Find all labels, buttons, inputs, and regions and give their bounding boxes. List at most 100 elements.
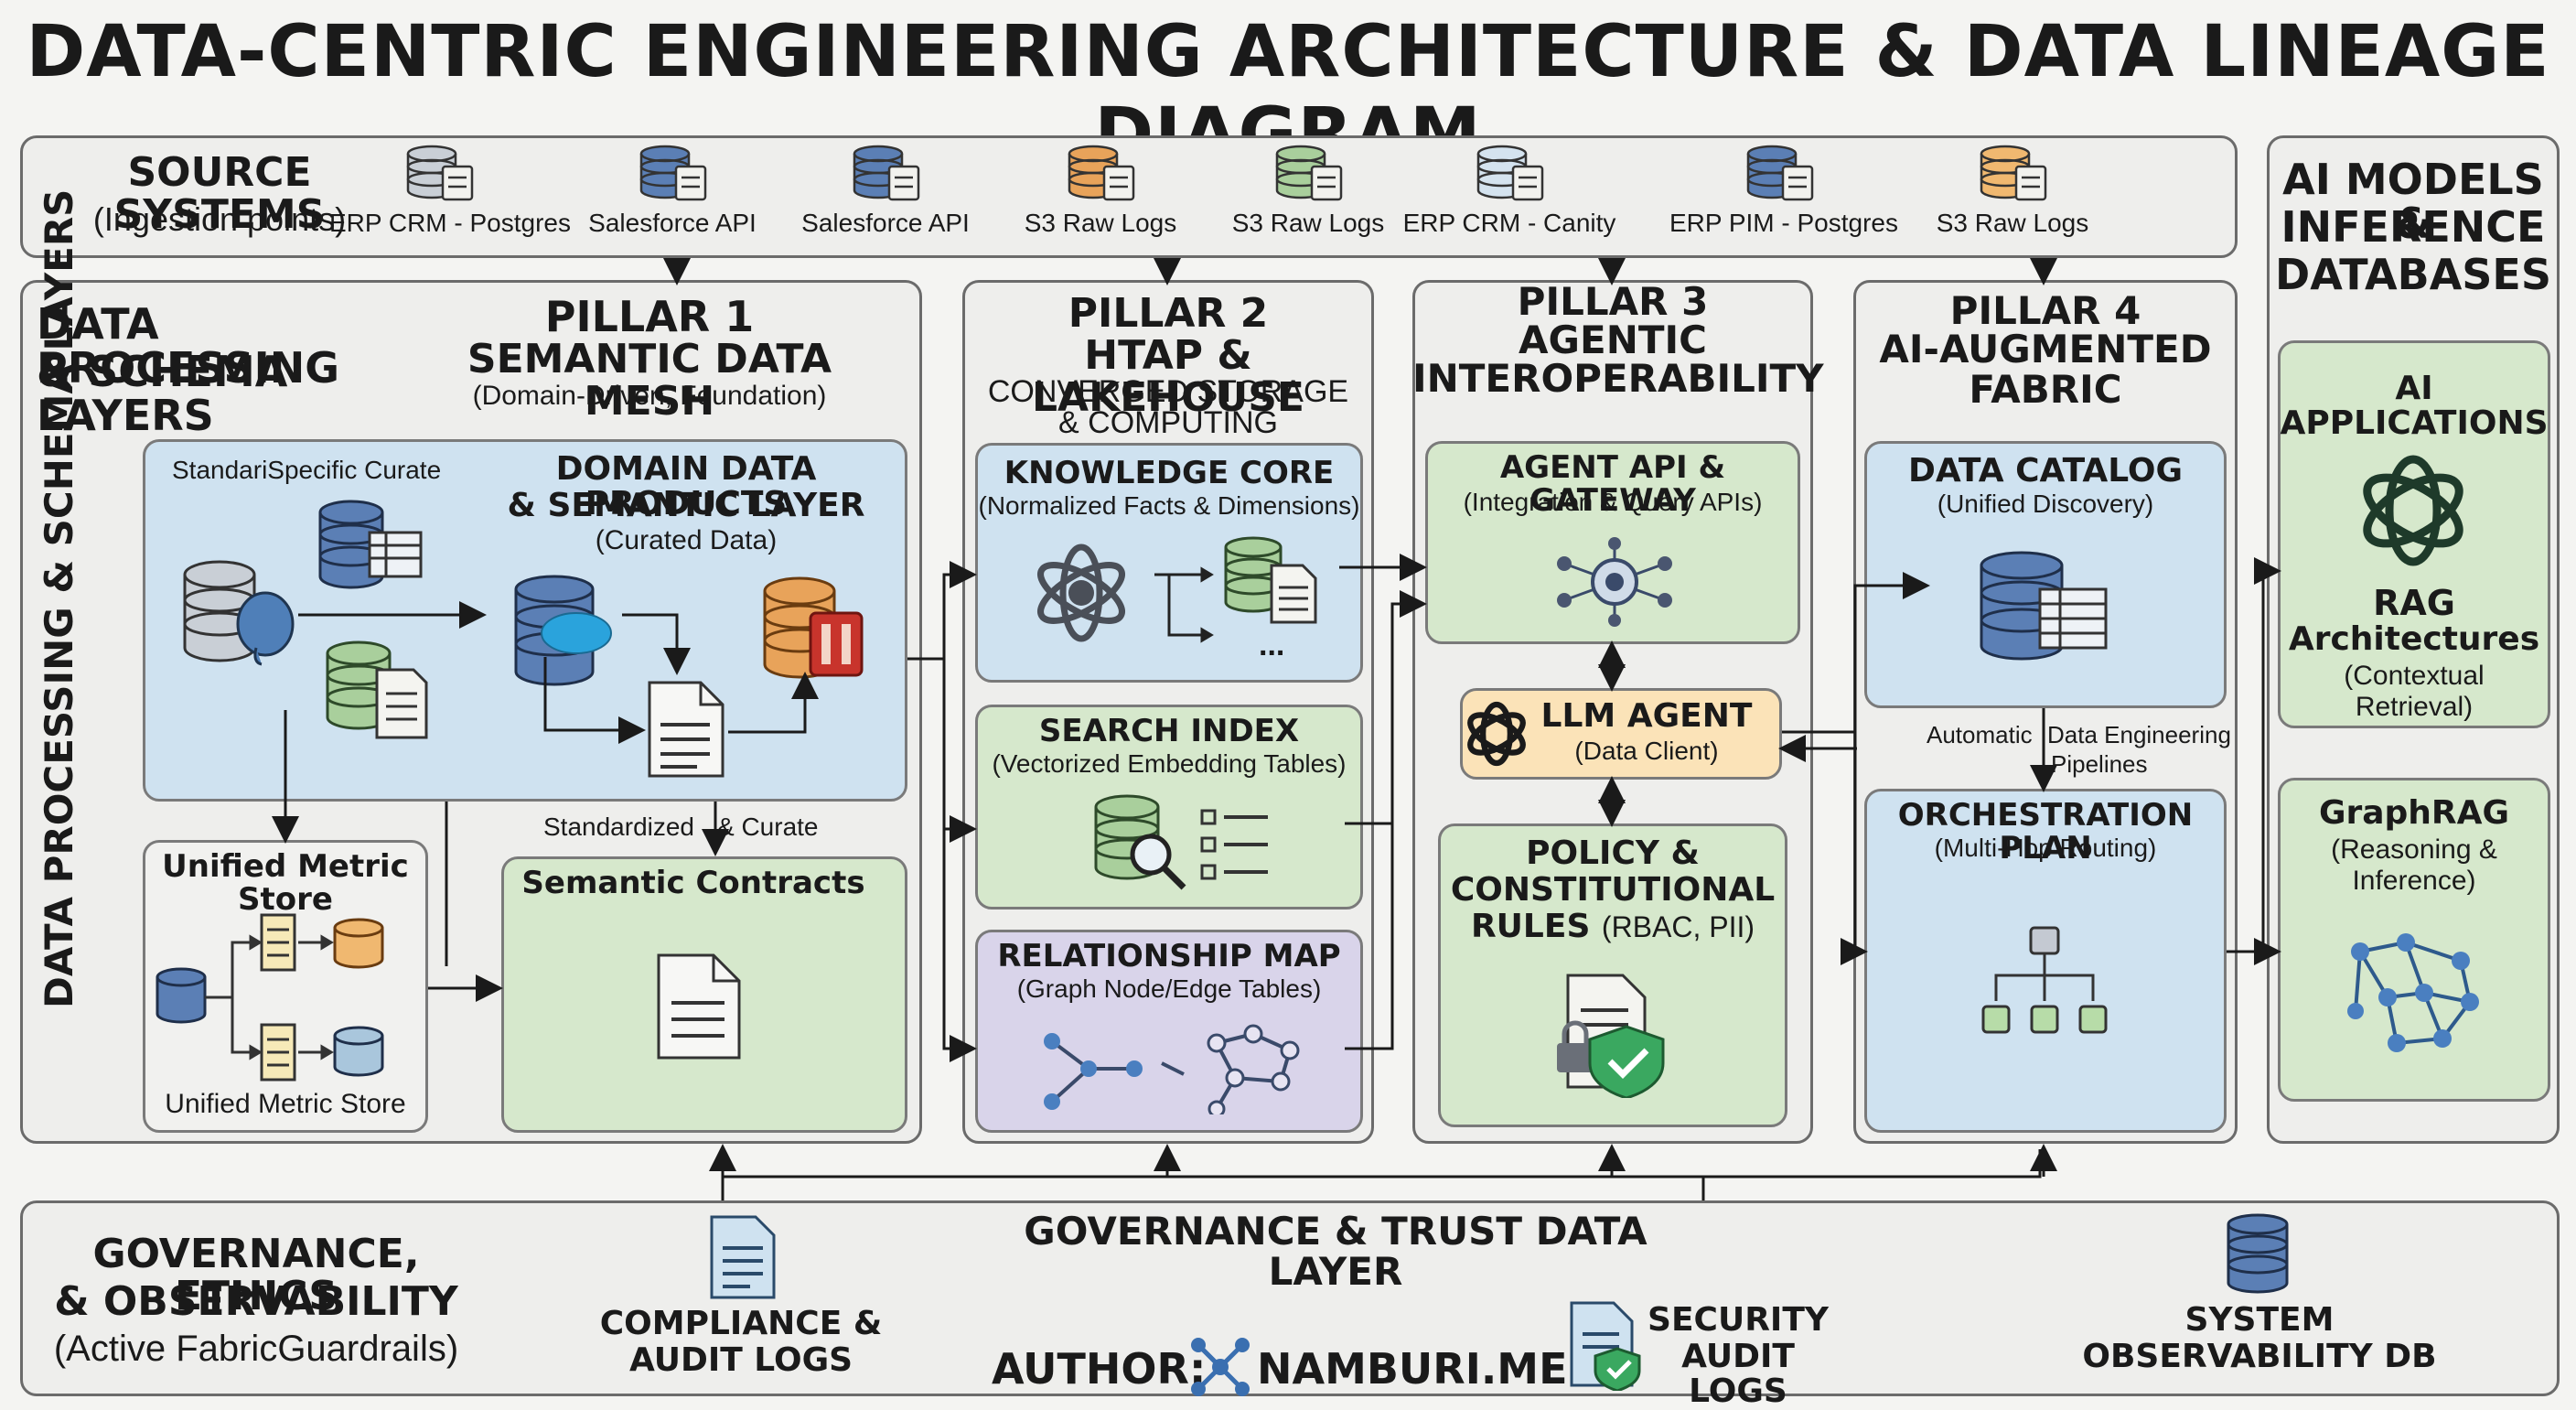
pillar1-title-2: SEMANTIC DATA MESH: [467, 336, 832, 425]
database-search-icon: [1094, 794, 1186, 890]
author-label: AUTHOR:: [992, 1344, 1207, 1394]
pillar2-subtitle-1: CONVERGED STORAGE: [987, 374, 1349, 409]
source-systems-title: SOURCE SYSTEMS: [113, 149, 326, 239]
ai-models-title-2: INFERENCE: [2281, 202, 2546, 252]
security-label-1: SECURITY: [1648, 1301, 1829, 1339]
observability-database-icon: [2227, 1213, 2289, 1294]
source-item-label: Salesforce API: [588, 209, 757, 237]
automatic-label: Automatic: [1927, 721, 2033, 748]
graph-edges-icon: [1044, 1024, 1300, 1114]
policy-title-1: POLICY &: [1526, 834, 1700, 872]
document-database-icon: [1224, 536, 1317, 624]
pillar4-title-1: PILLAR 4: [1949, 288, 2141, 333]
source-item-label: S3 Raw Logs: [1024, 209, 1177, 237]
processing-title-2: & SCHEMA LAYERS: [37, 347, 288, 441]
governance-panel: [20, 1200, 2560, 1396]
source-item: Salesforce API: [563, 145, 782, 238]
salesforce-database-icon: [639, 145, 707, 201]
network-logo-icon: [1191, 1338, 1250, 1396]
agent-gateway-title: AGENT API & GATEWAY: [1499, 449, 1726, 519]
data-catalog-title: DATA CATALOG: [1907, 452, 2184, 490]
ai-applications-title: AI APPLICATIONS: [2280, 370, 2549, 442]
s3-bucket-icon: [1068, 145, 1135, 201]
domain-title-1: DOMAIN DATA PRODUCTS: [555, 450, 817, 522]
network-graph-icon: [2347, 933, 2479, 1052]
pipeline-label-2: Pipelines: [2051, 750, 2148, 778]
source-systems-panel: [20, 135, 2238, 258]
table-database-icon: [1980, 551, 2108, 661]
pillar3-title-2: AGENTIC: [1519, 318, 1707, 362]
salesforce-database-icon: [853, 145, 920, 201]
flow-arrows-icon: [1154, 566, 1214, 643]
source-item-label: S3 Raw Logs: [1936, 209, 2089, 237]
pillar1-title-1: PILLAR 1: [544, 292, 755, 341]
pipeline-label-1: Data Engineering: [2047, 721, 2231, 748]
security-document-icon: [1570, 1301, 1641, 1391]
graphrag-sub-2: Inference): [2352, 866, 2476, 896]
governance-layer-title: GOVERNANCE & TRUST DATA LAYER: [1024, 1209, 1648, 1295]
governance-title-1: GOVERNANCE, ETHICS: [92, 1231, 420, 1320]
relationship-map-sub: (Graph Node/Edge Tables): [1016, 974, 1322, 1003]
metric-store-title: Unified Metric Store: [162, 848, 409, 918]
policy-suffix: (RBAC, PII): [1601, 910, 1755, 943]
policy-title-3: RULES (RBAC, PII): [1438, 910, 1787, 944]
pillar2-subtitle-2: & COMPUTING: [1058, 405, 1278, 440]
source-item: Salesforce API: [776, 145, 995, 238]
domain-left-label: StandariSpecific Curate: [172, 456, 442, 484]
compliance-label-1: COMPLIANCE &: [599, 1305, 883, 1342]
search-index-title: SEARCH INDEX: [1038, 713, 1300, 749]
page-title: DATA-CENTRIC ENGINEERING ARCHITECTURE & …: [26, 11, 2550, 176]
relationship-map-panel: [975, 930, 1363, 1133]
list-icon: [1200, 809, 1268, 880]
openai-logo-icon: [1467, 701, 1526, 767]
search-index-sub: (Vectorized Embedding Tables): [992, 749, 1347, 778]
rag-title-2: Architectures: [2288, 620, 2540, 658]
metric-store-footer: Unified Metric Store: [165, 1089, 406, 1119]
domain-title-2: & SEMANTIC LAYER: [507, 487, 865, 524]
document-database-icon: [1980, 145, 2047, 201]
atom-gear-icon: [1037, 544, 1125, 642]
pillar3-title-3: INTEROPERABILITY: [1412, 356, 1824, 401]
document-database-icon: [326, 640, 428, 739]
rag-sub-1: (Contextual: [2344, 661, 2485, 691]
source-item-label: ERP CRM - Canity: [1402, 209, 1616, 237]
pillar2-title-2: HTAP & LAKEHOUSE: [1032, 332, 1304, 422]
rag-title-1: RAG: [2373, 583, 2455, 623]
agent-gateway-sub: (Integration & Query APIs): [1463, 488, 1763, 516]
knowledge-core-sub: (Normalized Facts & Dimensions): [978, 491, 1360, 520]
postgres-database-icon: [183, 560, 295, 666]
llm-agent-title: LLM AGENT: [1540, 697, 1753, 735]
policy-title-2: CONSTITUTIONAL: [1450, 871, 1776, 909]
pillar4-title-2: AI-AUGMENTED: [1879, 327, 2212, 371]
security-label-2: AUDIT LOGS: [1681, 1338, 1795, 1410]
governance-subtitle: (Active FabricGuardrails): [53, 1329, 459, 1369]
table-database-icon: [318, 500, 423, 589]
table-database-icon: [1746, 145, 1814, 201]
author-name[interactable]: NAMBURI.ME: [1257, 1344, 1568, 1394]
processing-title-1: DATA PROCESSING: [37, 299, 339, 393]
pillar4-title-3: FABRIC: [1969, 367, 2122, 412]
knowledge-core-title: KNOWLEDGE CORE: [1004, 455, 1335, 491]
orchestration-title: ORCHESTRATION PLAN: [1897, 797, 2194, 866]
pillar2-title-1: PILLAR 2: [1068, 290, 1269, 337]
routing-tree-icon: [1981, 926, 2108, 1034]
source-item: ERP PIM - Postgres: [1669, 145, 1899, 238]
policy-rules-label: RULES: [1470, 908, 1591, 945]
system-label-2: OBSERVABILITY DB: [2082, 1338, 2437, 1375]
source-item-label: ERP PIM - Postgres: [1669, 209, 1899, 237]
document-database-icon: [1275, 145, 1343, 201]
source-systems-subtitle: (Ingestion points): [92, 200, 347, 238]
source-item-label: S3 Raw Logs: [1231, 209, 1385, 237]
source-item: S3 Raw Logs: [991, 145, 1210, 238]
relationship-map-title: RELATIONSHIP MAP: [997, 938, 1341, 974]
source-item-label: Salesforce API: [801, 209, 970, 237]
ai-models-title-3: DATABASES: [2275, 250, 2551, 299]
semantic-contracts-title: Semantic Contracts: [521, 865, 865, 901]
compliance-label-2: AUDIT LOGS: [628, 1341, 853, 1379]
system-label-1: SYSTEM: [2184, 1301, 2334, 1339]
database-gear-icon: [1476, 145, 1544, 201]
knowledge-ellipsis: ...: [1259, 628, 1285, 662]
salesforce-database-icon: [514, 575, 612, 686]
pillar3-title-1: PILLAR 3: [1517, 279, 1709, 324]
secure-document-icon: [1557, 974, 1665, 1098]
